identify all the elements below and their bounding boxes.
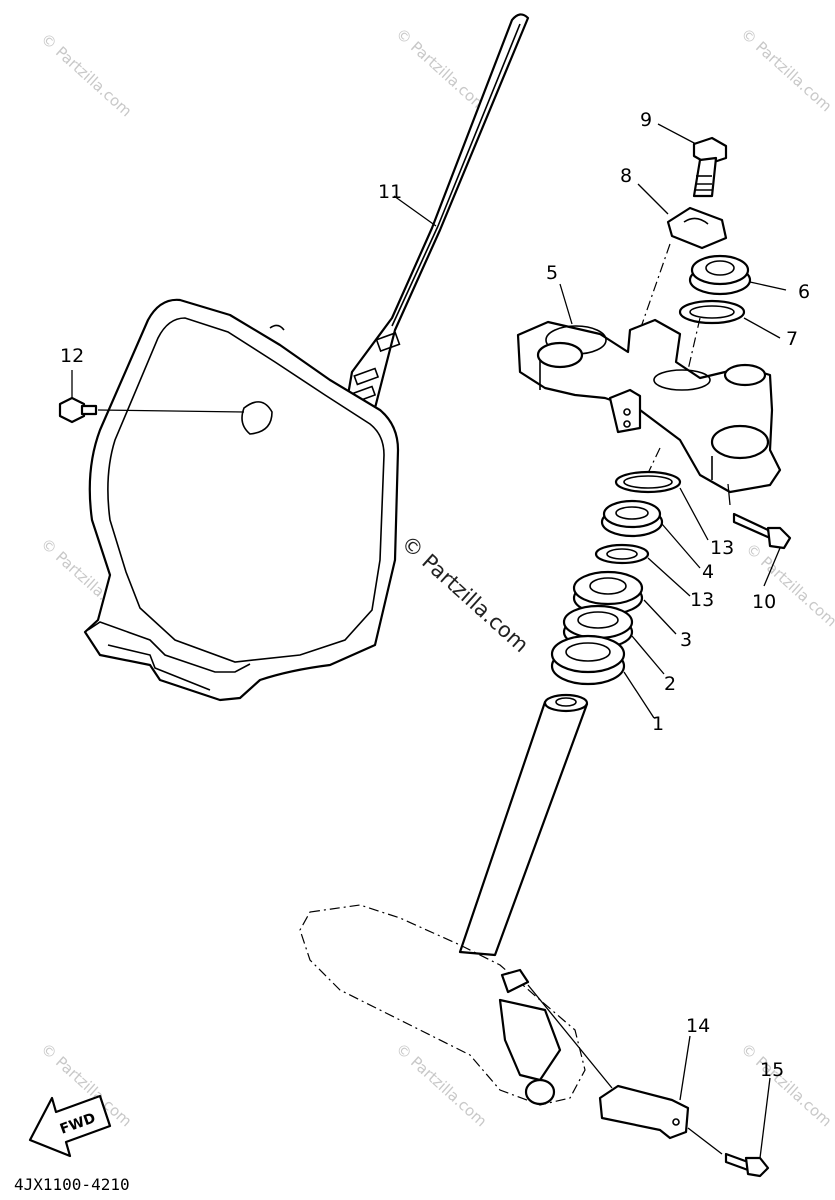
callout-5: 5 bbox=[546, 262, 558, 284]
upper-bracket-5[interactable] bbox=[516, 317, 782, 494]
washer-13-upper[interactable] bbox=[614, 470, 682, 494]
callout-14: 14 bbox=[686, 1015, 710, 1037]
cable-guide-14[interactable] bbox=[527, 984, 690, 1140]
oil-seal-1[interactable] bbox=[550, 634, 626, 686]
bolt-15[interactable] bbox=[687, 1127, 770, 1178]
watermark-tile: © Partzilla.com bbox=[37, 30, 135, 121]
callout-4: 4 bbox=[702, 561, 714, 583]
callout-9: 9 bbox=[640, 109, 652, 131]
diagram-code: 4JX1100-4210 bbox=[14, 1175, 130, 1194]
callout-1: 1 bbox=[652, 713, 664, 735]
washer-7[interactable] bbox=[678, 299, 746, 325]
washer-13-lower[interactable] bbox=[594, 543, 650, 565]
watermark-center: © Partzilla.com bbox=[397, 531, 533, 657]
callout-10: 10 bbox=[752, 591, 776, 613]
callout-11: 11 bbox=[378, 181, 402, 203]
bolt-9[interactable] bbox=[692, 136, 728, 198]
watermark-tile: © Partzilla.com bbox=[737, 1040, 835, 1131]
watermark-tile: © Partzilla.com bbox=[742, 540, 835, 631]
under-bracket-phantom bbox=[299, 904, 586, 1106]
callout-2: 2 bbox=[664, 673, 676, 695]
steering-stem-shaft bbox=[458, 693, 589, 957]
callout-12: 12 bbox=[60, 345, 84, 367]
watermark-tile: © Partzilla.com bbox=[392, 1040, 490, 1131]
leader-lines bbox=[71, 123, 787, 1159]
forward-arrow-icon: FWD bbox=[28, 1094, 112, 1158]
watermark-tile: © Partzilla.com bbox=[392, 25, 490, 116]
callout-3: 3 bbox=[680, 629, 692, 651]
number-plate-11[interactable] bbox=[83, 13, 530, 702]
callout-8: 8 bbox=[620, 165, 632, 187]
callout-6: 6 bbox=[798, 281, 810, 303]
callout-13-lower: 13 bbox=[690, 589, 714, 611]
bearing-cover-3[interactable] bbox=[572, 570, 644, 616]
callout-labels: 1 2 3 4 5 6 7 8 9 10 11 12 13 13 14 15 bbox=[60, 109, 810, 1081]
steering-nut-6[interactable] bbox=[688, 254, 752, 296]
watermark-tile: © Partzilla.com bbox=[737, 25, 835, 116]
callout-13-upper: 13 bbox=[710, 537, 734, 559]
bolt-10[interactable] bbox=[727, 483, 792, 550]
callout-7: 7 bbox=[786, 328, 798, 350]
handlebar-holder-8[interactable] bbox=[639, 206, 728, 331]
ring-nut-4[interactable] bbox=[600, 499, 664, 538]
callout-15: 15 bbox=[760, 1059, 784, 1081]
